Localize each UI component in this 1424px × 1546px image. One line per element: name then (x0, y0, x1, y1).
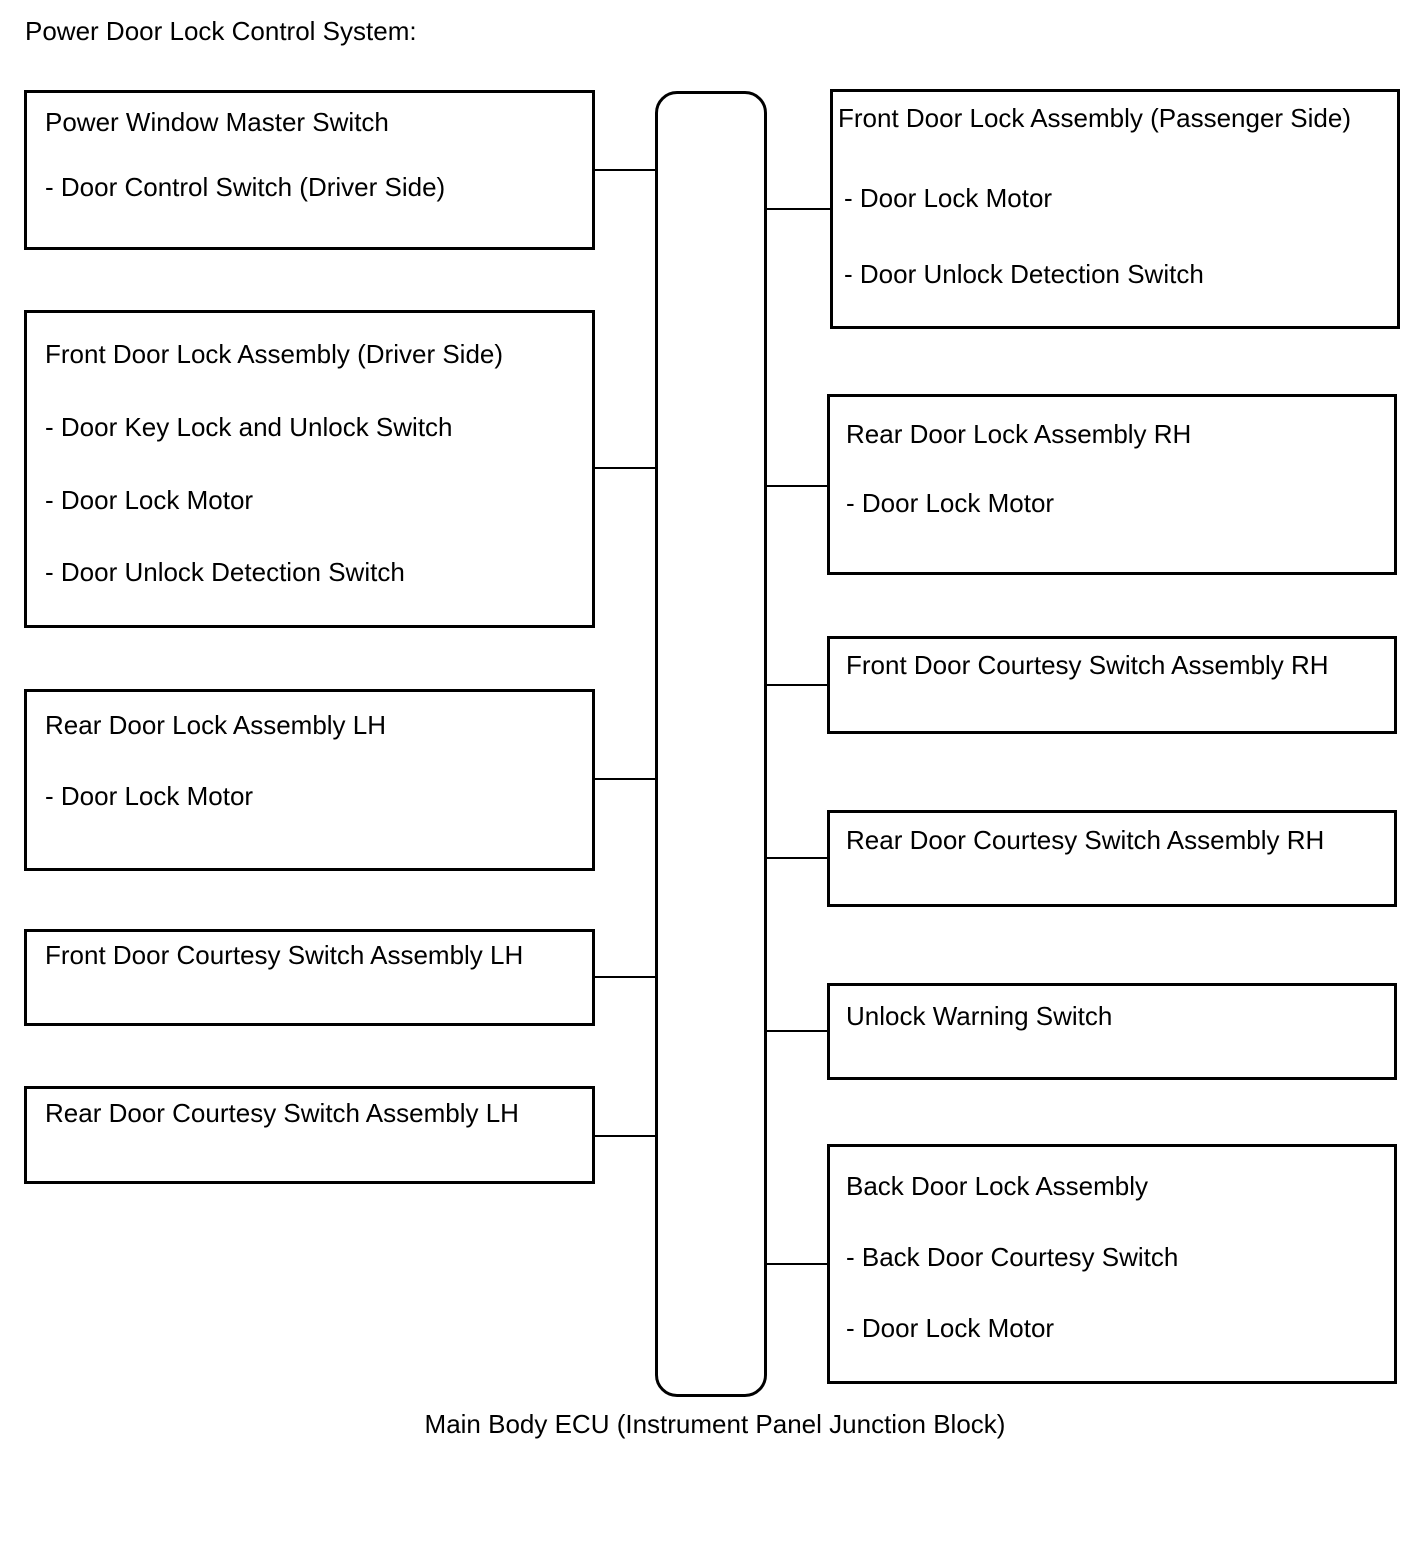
box-subitem: - Door Unlock Detection Switch (844, 259, 1204, 289)
back-door-lock-box: Back Door Lock Assembly - Back Door Cour… (827, 1144, 1397, 1384)
box-heading: Front Door Courtesy Switch Assembly RH (846, 650, 1329, 680)
box-subitem: - Door Lock Motor (45, 781, 254, 811)
box-heading: Rear Door Lock Assembly RH (846, 419, 1192, 449)
connector-line (767, 1030, 827, 1032)
box-heading: Front Door Lock Assembly (Passenger Side… (838, 103, 1351, 133)
box-subitem: - Door Lock Motor (844, 183, 1053, 213)
connector-line (767, 208, 830, 210)
connector-line (595, 778, 655, 780)
connector-line (595, 1135, 655, 1137)
box-subitem: - Back Door Courtesy Switch (846, 1242, 1179, 1272)
diagram-title: Power Door Lock Control System: (25, 16, 417, 46)
front-door-lock-driver-box: Front Door Lock Assembly (Driver Side) -… (24, 310, 595, 628)
box-subitem: - Door Unlock Detection Switch (45, 557, 405, 587)
front-door-lock-passenger-box: Front Door Lock Assembly (Passenger Side… (830, 89, 1400, 329)
box-heading: Rear Door Courtesy Switch Assembly RH (846, 825, 1325, 855)
box-heading: Front Door Courtesy Switch Assembly LH (45, 940, 524, 970)
rear-door-courtesy-rh-box: Rear Door Courtesy Switch Assembly RH (827, 810, 1397, 907)
connector-line (595, 976, 655, 978)
box-heading: Back Door Lock Assembly (846, 1171, 1149, 1201)
box-heading: Power Window Master Switch (45, 107, 389, 137)
ecu-label: Main Body ECU (Instrument Panel Junction… (424, 1409, 1006, 1439)
connector-line (767, 857, 827, 859)
front-door-courtesy-rh-box: Front Door Courtesy Switch Assembly RH (827, 636, 1397, 734)
connector-line (595, 169, 655, 171)
connector-line (767, 1263, 827, 1265)
rear-door-lock-lh-box: Rear Door Lock Assembly LH - Door Lock M… (24, 689, 595, 871)
connector-line (595, 467, 655, 469)
box-subitem: - Door Lock Motor (846, 488, 1055, 518)
box-heading: Rear Door Courtesy Switch Assembly LH (45, 1098, 519, 1128)
front-door-courtesy-lh-box: Front Door Courtesy Switch Assembly LH (24, 929, 595, 1026)
box-subitem: - Door Lock Motor (846, 1313, 1055, 1343)
connector-line (767, 485, 827, 487)
rear-door-courtesy-lh-box: Rear Door Courtesy Switch Assembly LH (24, 1086, 595, 1184)
power-window-master-switch-box: Power Window Master Switch - Door Contro… (24, 90, 595, 250)
box-heading: Unlock Warning Switch (846, 1001, 1113, 1031)
box-subitem: - Door Control Switch (Driver Side) (45, 172, 446, 202)
connector-line (767, 684, 827, 686)
rear-door-lock-rh-box: Rear Door Lock Assembly RH - Door Lock M… (827, 394, 1397, 575)
unlock-warning-switch-box: Unlock Warning Switch (827, 983, 1397, 1080)
box-heading: Rear Door Lock Assembly LH (45, 710, 387, 740)
box-subitem: - Door Key Lock and Unlock Switch (45, 412, 453, 442)
main-body-ecu (655, 91, 767, 1397)
box-heading: Front Door Lock Assembly (Driver Side) (45, 339, 504, 369)
box-subitem: - Door Lock Motor (45, 485, 254, 515)
